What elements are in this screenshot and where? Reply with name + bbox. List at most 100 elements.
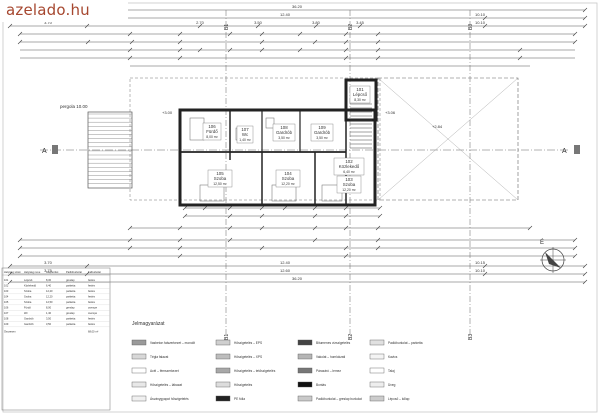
dimension-tick bbox=[312, 225, 318, 231]
axis-b1-bottom: B1 bbox=[224, 334, 230, 340]
legend-swatch bbox=[215, 353, 231, 360]
schedule-header: Helyiség szám bbox=[4, 270, 21, 274]
schedule-cell: 102 bbox=[4, 284, 9, 288]
legend-swatch bbox=[369, 395, 385, 402]
axis-b3-top: B3 bbox=[468, 24, 474, 30]
dimension-tick bbox=[343, 245, 349, 251]
room-104-number: 104 bbox=[284, 171, 292, 176]
schedule-cell: 12,50 bbox=[46, 300, 53, 304]
section-line-a: A A bbox=[40, 145, 580, 155]
legend-title: Jelmagyarázat bbox=[132, 321, 165, 327]
staircase bbox=[350, 103, 372, 149]
dimension-tick bbox=[572, 245, 578, 251]
dimension-tick bbox=[312, 237, 318, 243]
legend-item-label: Hőszigetelés bbox=[234, 383, 253, 387]
dimension-tick bbox=[17, 245, 23, 251]
schedule-cell: greslap bbox=[66, 306, 75, 310]
legend-swatch bbox=[215, 381, 231, 388]
schedule-total-label: Összesen bbox=[4, 330, 16, 334]
dimension-tick bbox=[259, 205, 265, 211]
dim-top-5: 2.70 bbox=[196, 20, 205, 25]
building-walls bbox=[178, 78, 378, 207]
schedule-cell: 105 bbox=[4, 300, 9, 304]
dimension-tick bbox=[127, 245, 133, 251]
dimension-tick bbox=[343, 205, 349, 211]
dimension-tick bbox=[343, 47, 349, 53]
room-104-name: Szoba bbox=[282, 176, 295, 181]
schedule-cell: 12,20 bbox=[46, 289, 53, 293]
legend-swatch bbox=[369, 353, 385, 360]
dim-bot-3: 10.15 bbox=[475, 260, 486, 265]
legend-swatch bbox=[131, 381, 147, 388]
dimension-tick bbox=[177, 39, 183, 45]
legend-swatch bbox=[215, 367, 231, 374]
dim-top-7: 3.80 bbox=[312, 20, 321, 25]
room-105-name: Szoba bbox=[214, 176, 227, 181]
legend-swatch bbox=[215, 339, 231, 346]
legend-item-label: Talaj bbox=[388, 369, 395, 373]
dimension-tick bbox=[343, 253, 349, 259]
schedule-cell: festés bbox=[88, 317, 96, 321]
dimension-tick bbox=[297, 47, 303, 53]
section-label-right: A bbox=[562, 148, 567, 155]
schedule-cell: 106 bbox=[4, 306, 9, 310]
schedule-cell: 8,00 bbox=[46, 306, 52, 310]
dimension-tick bbox=[313, 23, 319, 29]
axis-b1-top: B1 bbox=[224, 24, 230, 30]
dimension-tick bbox=[582, 23, 588, 29]
dim-bot-4: 3.75 bbox=[44, 268, 53, 273]
legend-item-label: Vasbeton falszerkezet – monolit bbox=[150, 341, 195, 345]
schedule-header: Falburkolat bbox=[88, 270, 101, 274]
dimension-tick bbox=[527, 225, 533, 231]
dimension-tick bbox=[517, 55, 523, 61]
legend-swatch bbox=[369, 339, 385, 346]
dimension-tick bbox=[177, 237, 183, 243]
dimension-tick bbox=[129, 39, 135, 45]
room-109: 109 Gardrób 3,50 m² bbox=[310, 123, 334, 142]
room-107: 107 Wc 1,40 m² bbox=[236, 125, 254, 144]
dimension-tick bbox=[197, 47, 203, 53]
schedule-cell: 1,40 bbox=[46, 311, 52, 315]
legend-swatch bbox=[297, 381, 313, 388]
dim-top-3: 10.10 bbox=[475, 12, 486, 17]
dimension-tick bbox=[202, 205, 208, 211]
legend-item-label: Vakolat – homlokzati bbox=[316, 355, 345, 359]
room-103-name: Szoba bbox=[343, 182, 356, 187]
room-103-area: 12,20 m² bbox=[342, 188, 356, 192]
legend-item-label: Hőszigetelés – EPS bbox=[234, 341, 262, 345]
schedule-cell: parketta bbox=[66, 284, 76, 288]
legend-swatch bbox=[131, 395, 147, 402]
dim-top-6: 3.50 bbox=[254, 20, 263, 25]
schedule-cell: 108 bbox=[4, 317, 9, 321]
dimension-tick bbox=[177, 245, 183, 251]
roof-outline bbox=[129, 77, 381, 201]
dimension-tick bbox=[357, 23, 363, 29]
legend-swatch bbox=[297, 353, 313, 360]
dimension-tick bbox=[343, 39, 349, 45]
dimension-tick bbox=[127, 237, 133, 243]
dim-bot-1: 3.70 bbox=[44, 260, 53, 265]
dimension-tick bbox=[7, 271, 13, 277]
room-107-number: 107 bbox=[241, 127, 249, 132]
north-arrow: É bbox=[540, 239, 566, 273]
pergola bbox=[87, 111, 133, 189]
dimension-tick bbox=[282, 205, 288, 211]
schedule-cell: parketta bbox=[66, 300, 76, 304]
room-101-name: Lépcső bbox=[353, 92, 368, 97]
dim-bot-6: 10.10 bbox=[475, 268, 486, 273]
room-105-number: 105 bbox=[216, 171, 224, 176]
room-109-name: Gardrób bbox=[314, 130, 331, 135]
dimension-tick bbox=[572, 237, 578, 243]
schedule-cell: Szoba bbox=[24, 295, 32, 299]
dim-top-total: 36.20 bbox=[292, 4, 303, 9]
room-106-number: 106 bbox=[208, 124, 216, 129]
azelado-logo: azelado.hu bbox=[0, 0, 128, 22]
dimension-tick bbox=[259, 31, 265, 37]
dimension-tick bbox=[17, 237, 23, 243]
dimension-tick bbox=[84, 23, 90, 29]
grid-axis-labels: B1 B2 B3 B1 B2 B3 bbox=[224, 24, 474, 340]
schedule-cell: csempe bbox=[88, 307, 98, 310]
dimension-tick bbox=[375, 237, 381, 243]
dimension-tick bbox=[343, 55, 349, 61]
